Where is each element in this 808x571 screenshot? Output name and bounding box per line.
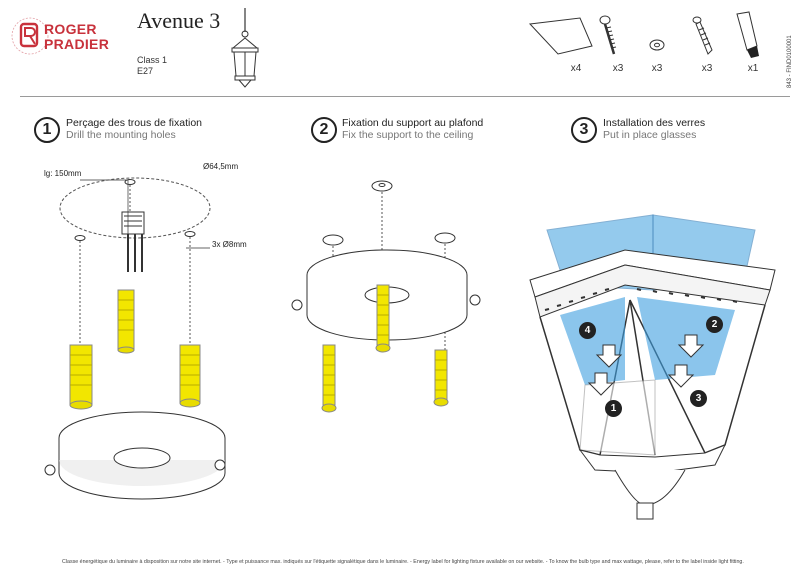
brand-line2: PRADIER — [44, 36, 110, 52]
product-title: Avenue 3 — [137, 8, 221, 33]
step-2-illustration — [291, 180, 481, 413]
glass-order-badge-2: 2 — [706, 316, 723, 333]
part-qty-glue: x1 — [747, 63, 759, 74]
header-divider — [20, 96, 790, 97]
step-1-title-fr: Perçage des trous de fixation — [66, 117, 202, 129]
brand-name: ROGER PRADIER — [44, 22, 109, 52]
lantern-thumbnail — [231, 8, 259, 88]
part-qty-washer: x3 — [651, 63, 663, 74]
step-3-title-en: Put in place glasses — [603, 129, 697, 141]
step-1-title-en: Drill the mounting holes — [66, 129, 176, 141]
dimension-holes: 3x Ø8mm — [212, 240, 247, 249]
document-reference: 843 - FIND0100001 — [787, 35, 793, 88]
part-dowel-icon — [692, 16, 713, 55]
step-1-number: 1 — [34, 117, 60, 143]
product-socket: E27 — [137, 66, 154, 76]
product-class: Class 1 — [137, 55, 168, 65]
glass-order-badge-4: 4 — [579, 322, 596, 339]
glass-order-badge-1: 1 — [605, 400, 622, 417]
part-screw-icon — [599, 15, 617, 55]
step-2-title-en: Fix the support to the ceiling — [342, 129, 474, 141]
glass-order-badge-3: 3 — [690, 390, 707, 407]
part-plate-icon — [528, 17, 593, 55]
part-glue-tube-icon — [736, 11, 759, 58]
step-3-number: 3 — [571, 117, 597, 143]
part-qty-plate: x4 — [570, 63, 582, 74]
dimension-diameter: Ø64,5mm — [203, 162, 239, 171]
dimension-length: lg: 150mm — [44, 169, 82, 178]
step-2-number: 2 — [311, 117, 337, 143]
step-1-illustration — [44, 177, 226, 500]
part-qty-screw: x3 — [612, 63, 624, 74]
product-meta: Class 1 E27 — [137, 55, 167, 77]
part-washer-icon — [649, 39, 665, 51]
part-qty-dowel: x3 — [701, 63, 713, 74]
step-3-illustration — [529, 214, 776, 520]
brand-line1: ROGER — [44, 21, 97, 37]
footer-disclaimer: Classe énergétique du luminaire à dispos… — [62, 559, 744, 565]
step-2-title-fr: Fixation du support au plafond — [342, 117, 484, 129]
step-3-title-fr: Installation des verres — [603, 117, 706, 129]
brand-logo-ring — [11, 17, 49, 55]
